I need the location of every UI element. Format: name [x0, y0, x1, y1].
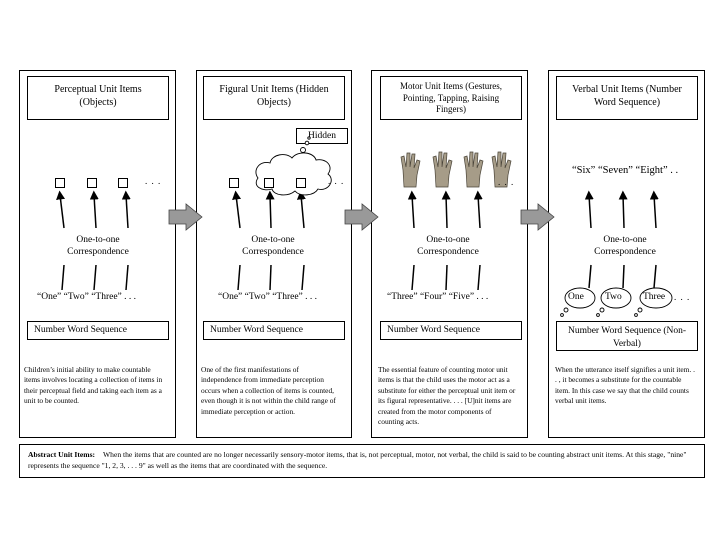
hand-icon — [400, 151, 512, 188]
column-title-figural: Figural Unit Items (Hidden Objects) — [203, 76, 345, 120]
column-title-perceptual: Perceptual Unit Items (Objects) — [27, 76, 169, 120]
abstract-lead: Abstract Unit Items: — [28, 450, 96, 459]
ellipsis: . . . — [498, 177, 515, 187]
column-perceptual — [19, 70, 176, 438]
correspondence-label: One-to-one Correspondence — [242, 235, 304, 257]
number-sequence: “One” “Two” “Three” . . . — [37, 292, 137, 302]
column-verbal — [548, 70, 705, 438]
abstract-text: When the items that are counted are no l… — [28, 450, 687, 470]
thought-cloud-icon — [255, 136, 332, 196]
square-item-icon — [55, 178, 65, 188]
ellipsis: . . . — [674, 292, 691, 302]
square-item-icon — [229, 178, 239, 188]
square-item-icon — [118, 178, 128, 188]
ellipsis: . . . — [328, 176, 345, 186]
number-word-sequence-box: Number Word Sequence — [27, 321, 169, 340]
number-sequence: “One” “Two” “Three” . . . — [218, 292, 318, 302]
correspondence-label: One-to-one Correspondence — [417, 235, 479, 257]
hidden-label: Hidden — [296, 128, 348, 144]
arrow-right-icon — [520, 203, 555, 231]
number-word-sequence-box: Number Word Sequence (Non-Verbal) — [556, 321, 698, 351]
arrow-right-icon — [344, 203, 379, 231]
verbal-top-words: “Six” “Seven” “Eight” . . — [572, 165, 679, 176]
number-sequence: “Three” “Four” “Five” . . . — [387, 292, 489, 302]
column-description: When the utterance itself signifies a un… — [555, 365, 695, 406]
column-description: One of the first manifestations of indep… — [201, 365, 336, 416]
column-motor — [371, 70, 528, 438]
square-item-icon — [264, 178, 274, 188]
bubble-word: Two — [605, 292, 622, 302]
square-item-icon — [87, 178, 97, 188]
abstract-unit-items-box: Abstract Unit Items: When the items that… — [19, 444, 705, 478]
column-description: Children’s initial ability to make count… — [24, 365, 163, 406]
correspondence-label: One-to-one Correspondence — [67, 235, 129, 257]
square-item-icon — [296, 178, 306, 188]
number-word-sequence-box: Number Word Sequence — [203, 321, 345, 340]
number-word-sequence-box: Number Word Sequence — [380, 321, 522, 340]
arrow-right-icon — [168, 203, 203, 231]
column-title-verbal: Verbal Unit Items (Number Word Sequence) — [556, 76, 698, 120]
bubble-word: One — [568, 292, 584, 302]
bubble-word: Three — [643, 292, 666, 302]
column-title-motor: Motor Unit Items (Gestures, Pointing, Ta… — [380, 76, 522, 120]
column-description: The essential feature of counting motor … — [378, 365, 516, 427]
correspondence-label: One-to-one Correspondence — [594, 235, 656, 257]
ellipsis: . . . — [145, 176, 162, 186]
thought-cloud-icon — [560, 287, 673, 317]
